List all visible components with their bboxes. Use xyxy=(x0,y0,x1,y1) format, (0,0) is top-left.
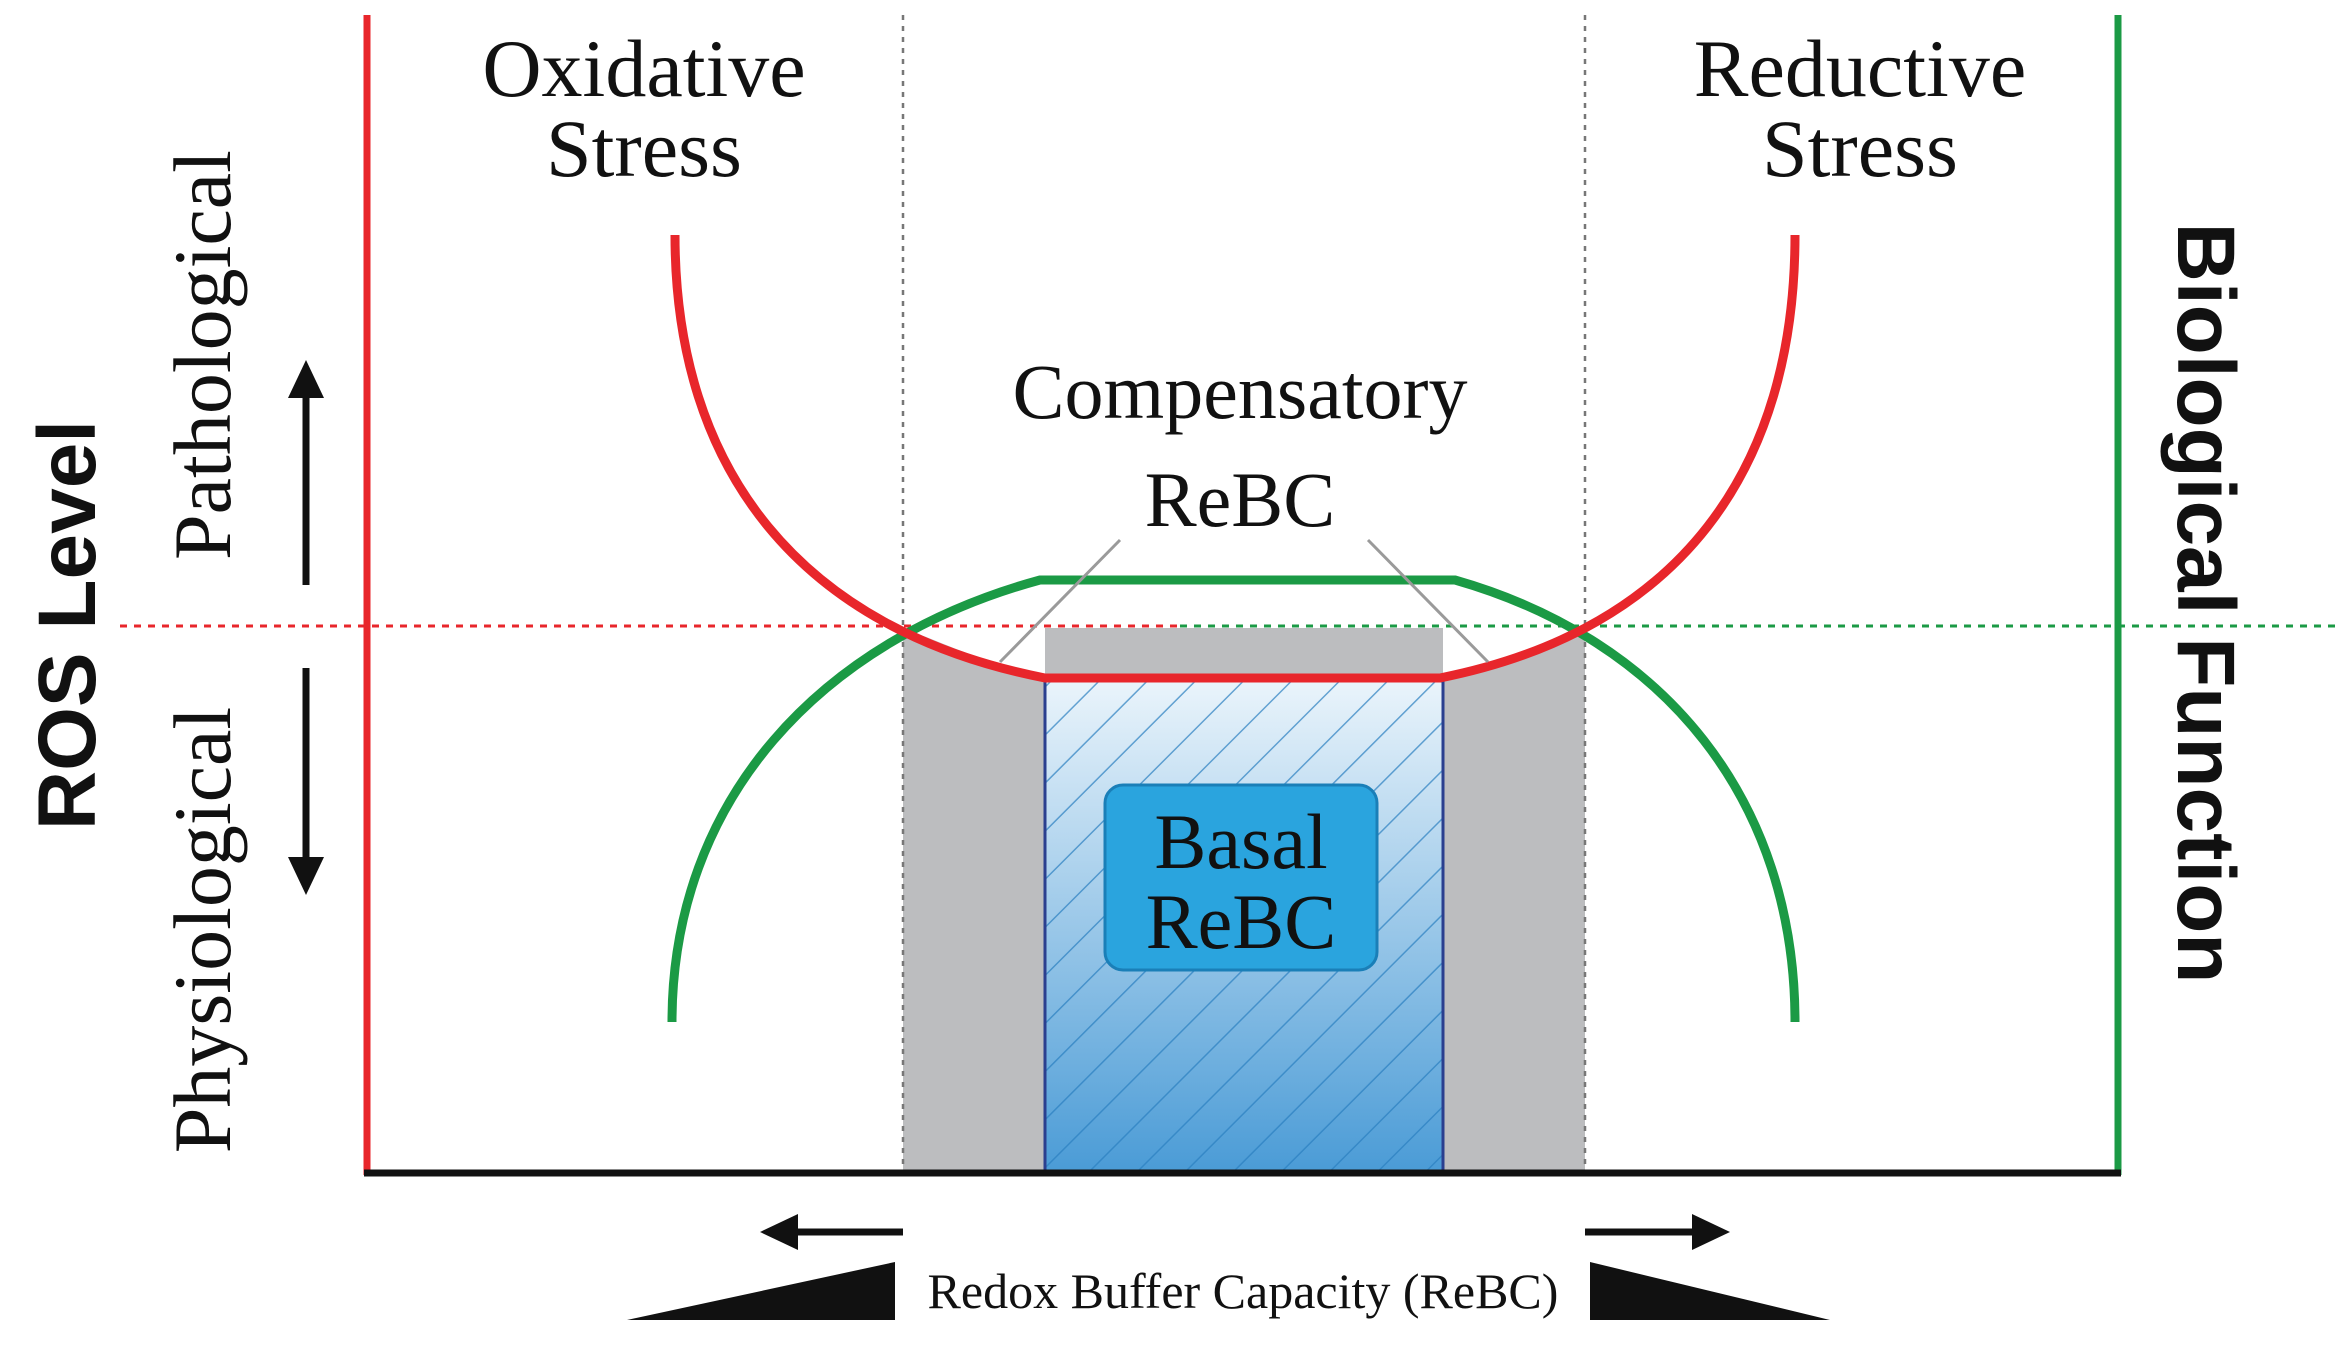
compensatory-mask-right xyxy=(1443,615,1585,678)
compensatory-mask xyxy=(903,615,1045,678)
oxidative-stress-line1: Oxidative xyxy=(482,23,805,114)
compensatory-pointer-right xyxy=(1366,538,1490,664)
biological-function-label: Biological Function xyxy=(2160,223,2251,984)
ros-level-label: ROS Level xyxy=(22,420,113,830)
biological-function-curve xyxy=(667,575,1800,1023)
arrow-left-icon xyxy=(760,1214,903,1250)
arrow-right-icon xyxy=(1585,1214,1730,1250)
basal-label-box xyxy=(1103,783,1379,972)
wedge-right xyxy=(1590,1262,1830,1320)
compensatory-pointer-left xyxy=(998,538,1122,664)
pathological-label: Pathological xyxy=(157,150,248,560)
reductive-stress-line1: Reductive xyxy=(1694,23,2026,114)
physiological-label: Physiological xyxy=(157,707,248,1153)
oxidative-stress-line2: Stress xyxy=(546,103,742,194)
wedge-left xyxy=(627,1262,895,1320)
compensatory-label-line1: Compensatory xyxy=(1013,348,1468,435)
basal-label-line2: ReBC xyxy=(1146,878,1337,965)
compensatory-label-line2: ReBC xyxy=(1145,456,1336,543)
reductive-stress-line2: Stress xyxy=(1762,103,1958,194)
basal-label-line1: Basal xyxy=(1154,798,1327,885)
x-axis-label: Redox Buffer Capacity (ReBC) xyxy=(928,1263,1559,1319)
ros-level-curve xyxy=(670,234,1800,683)
arrow-up-icon xyxy=(288,360,324,585)
arrow-down-icon xyxy=(288,668,324,895)
